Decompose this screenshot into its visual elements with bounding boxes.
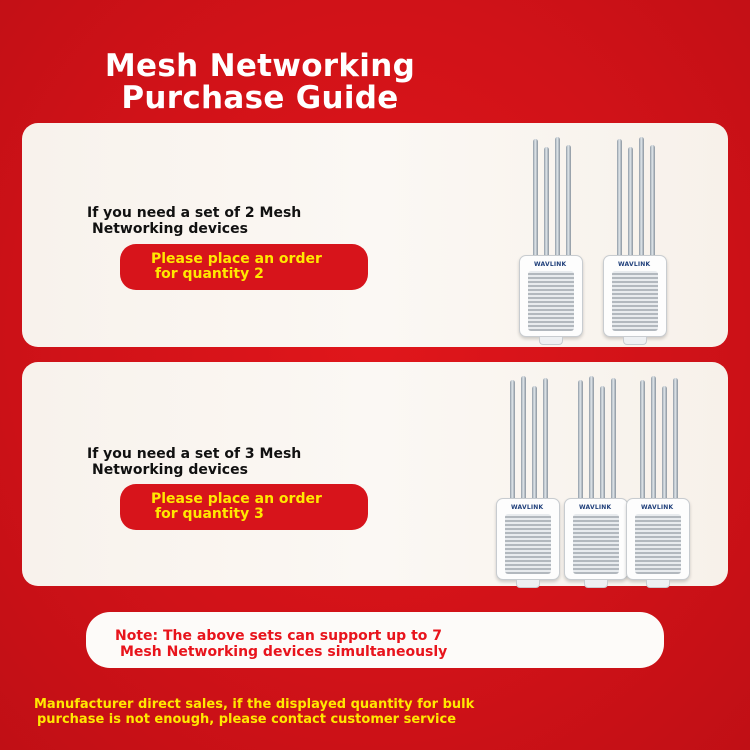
antenna [589, 376, 594, 504]
router-body: WAVLINK [519, 255, 583, 337]
order-button-line-2: for quantity 3 [155, 506, 264, 522]
note-line-2: Mesh Networking devices simultaneously [120, 644, 448, 660]
order-button-line-1: Please place an order [151, 251, 322, 267]
antenna [662, 386, 667, 504]
antenna [533, 139, 538, 261]
page-title: Mesh Networking Purchase Guide [60, 50, 460, 114]
router-grill [573, 514, 619, 574]
order-quantity-2-button[interactable]: Please place an order for quantity 2 [120, 244, 368, 290]
antenna [544, 147, 549, 261]
support-note: Note: The above sets can support up to 7… [86, 612, 664, 668]
brand-logo: WAVLINK [618, 261, 651, 268]
mesh-router-icon: WAVLINK [496, 376, 560, 598]
antenna [510, 380, 515, 504]
set-card-2: If you need a set of 2 Mesh Networking d… [22, 123, 728, 347]
antenna [555, 137, 560, 261]
set-description-line-2: Networking devices [92, 221, 248, 237]
router-grill [635, 514, 681, 574]
order-quantity-3-button[interactable]: Please place an order for quantity 3 [120, 484, 368, 530]
antenna [600, 386, 605, 504]
antenna [640, 380, 645, 504]
router-stand [623, 337, 647, 345]
brand-logo: WAVLINK [641, 504, 674, 511]
brand-logo: WAVLINK [534, 261, 567, 268]
set-description: If you need a set of 2 Mesh Networking d… [87, 205, 301, 237]
router-stand [539, 337, 563, 345]
set-description-line-2: Networking devices [92, 462, 248, 478]
antenna [611, 378, 616, 504]
title-line-1: Mesh Networking [104, 48, 416, 84]
footer-line-1: Manufacturer direct sales, if the displa… [34, 697, 475, 712]
order-button-line-1: Please place an order [151, 491, 322, 507]
router-grill [505, 514, 551, 574]
footer-notice: Manufacturer direct sales, if the displa… [34, 697, 474, 727]
router-grill [528, 271, 574, 331]
brand-logo: WAVLINK [579, 504, 612, 511]
antenna [628, 147, 633, 261]
antenna [566, 145, 571, 261]
mesh-router-icon: WAVLINK [626, 376, 690, 598]
antenna [639, 137, 644, 261]
set-description-line-1: If you need a set of 2 Mesh [87, 205, 302, 221]
antenna [673, 378, 678, 504]
antenna [578, 380, 583, 504]
mesh-router-icon: WAVLINK [564, 376, 628, 598]
router-body: WAVLINK [603, 255, 667, 337]
router-stand [584, 580, 608, 588]
router-body: WAVLINK [626, 498, 690, 580]
antenna [617, 139, 622, 261]
router-grill [612, 271, 658, 331]
antenna [543, 378, 548, 504]
order-button-line-2: for quantity 2 [155, 266, 264, 282]
set-description: If you need a set of 3 Mesh Networking d… [87, 446, 301, 478]
antenna [650, 145, 655, 261]
brand-logo: WAVLINK [511, 504, 544, 511]
antenna [532, 386, 537, 504]
antenna [651, 376, 656, 504]
router-stand [646, 580, 670, 588]
set-description-line-1: If you need a set of 3 Mesh [87, 446, 302, 462]
mesh-router-icon: WAVLINK [519, 137, 583, 355]
router-stand [516, 580, 540, 588]
router-body: WAVLINK [496, 498, 560, 580]
title-line-2: Purchase Guide [121, 80, 399, 116]
footer-line-2: purchase is not enough, please contact c… [37, 712, 457, 727]
antenna [521, 376, 526, 504]
mesh-router-icon: WAVLINK [603, 137, 667, 355]
router-body: WAVLINK [564, 498, 628, 580]
note-line-1: Note: The above sets can support up to 7 [115, 628, 442, 644]
set-card-3: If you need a set of 3 Mesh Networking d… [22, 362, 728, 588]
